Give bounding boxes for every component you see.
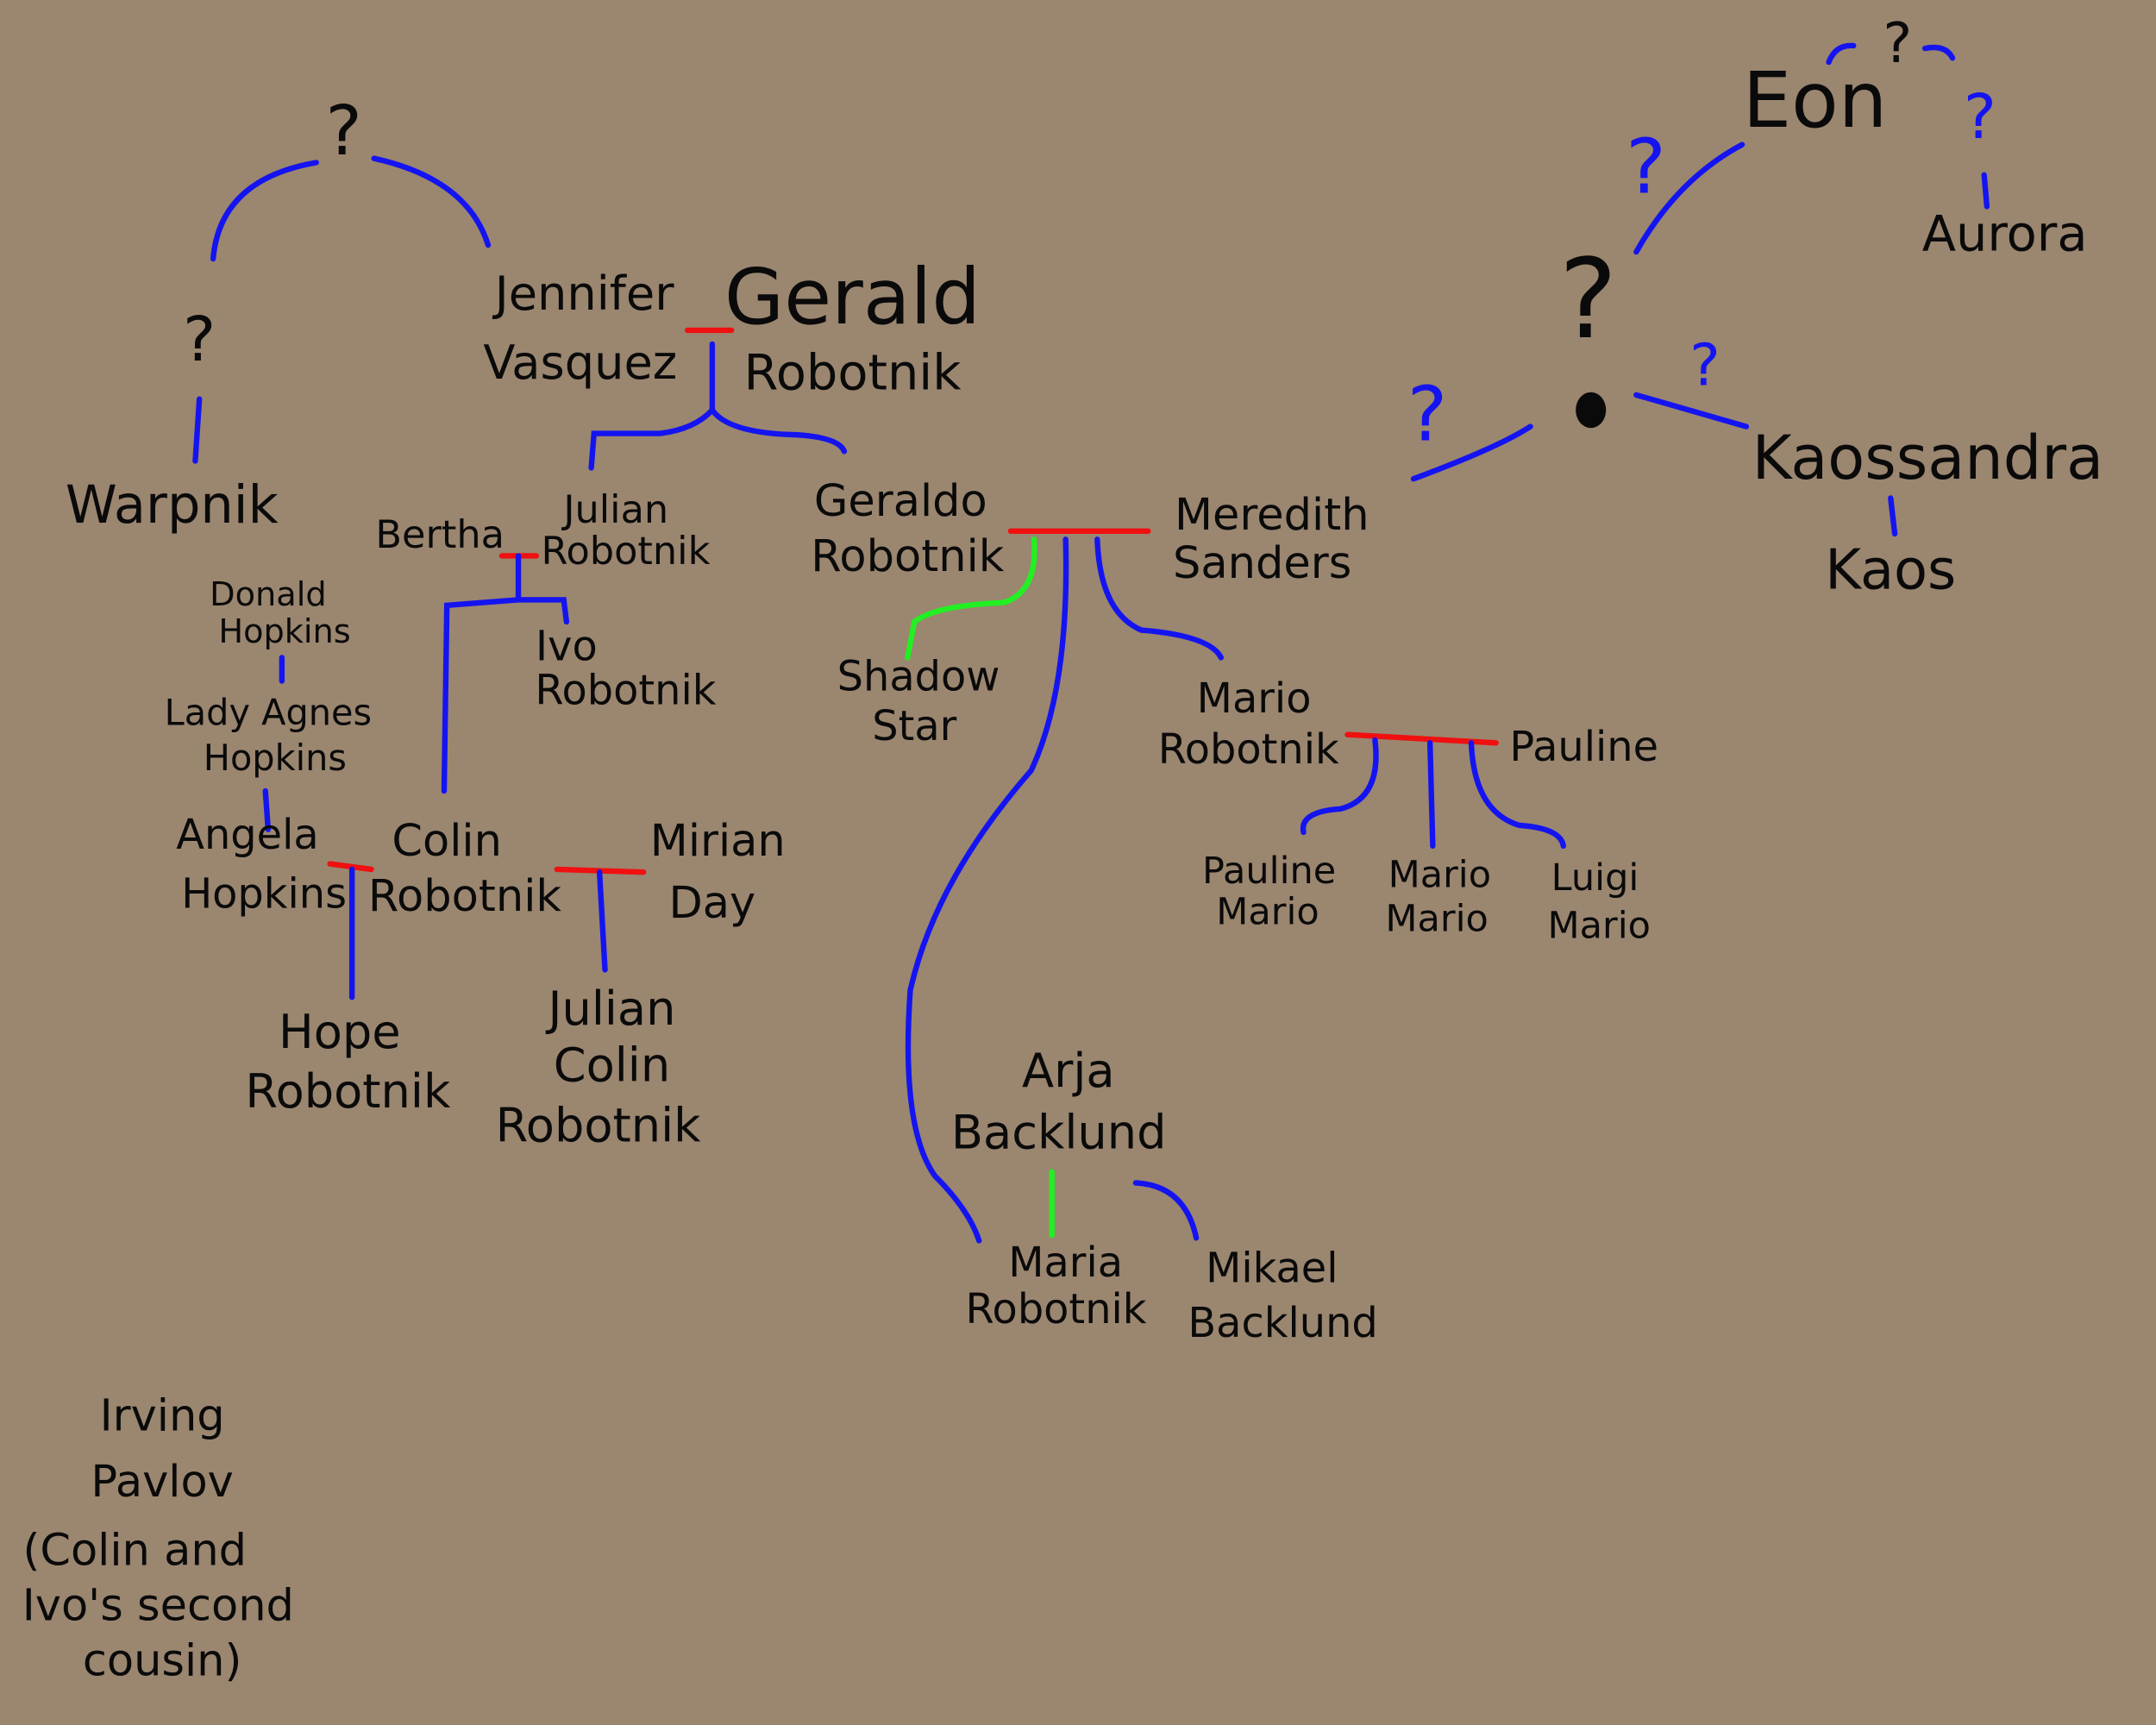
unknown-ancestor-mark: ? [325,91,361,171]
person-julian-robotnik: Julian Robotnik [541,487,710,574]
svg-text:cousin): cousin) [83,1635,242,1686]
person-mario-mario: Mario Mario [1385,854,1491,941]
svg-text:Arja: Arja [1022,1044,1115,1098]
svg-text:Robotnik: Robotnik [744,344,962,402]
svg-text:Backlund: Backlund [1188,1300,1377,1347]
person-jennifer-vasquez: Jennifer Vasquez [483,267,677,390]
person-labels: Warpnik Jennifer Vasquez Gerald Robotnik… [22,56,2103,1686]
svg-text:Mario: Mario [1388,854,1491,897]
person-kaos: Kaos [1825,539,1956,603]
svg-text:Robotnik: Robotnik [368,871,561,922]
svg-text:Robotnik: Robotnik [811,531,1004,582]
svg-text:Day: Day [669,878,756,929]
svg-text:Robotnik: Robotnik [541,529,710,574]
unknown-ancestor-mark: ? [1407,371,1448,459]
svg-text:Colin: Colin [392,816,502,867]
svg-text:Hope: Hope [279,1005,401,1059]
person-gerald-robotnik: Gerald Robotnik [724,253,981,402]
svg-text:Jennifer: Jennifer [492,267,674,321]
person-donald-hopkins: Donald Hopkins [210,575,351,651]
person-ivo-robotnik: Ivo Robotnik [535,624,716,715]
person-geraldo-robotnik: Geraldo Robotnik [811,476,1004,582]
person-hope-robotnik: Hope Robotnik [245,1005,451,1119]
svg-text:Mario: Mario [1197,675,1312,723]
person-pauline-mario: Pauline Mario [1202,850,1336,934]
person-pauline: Pauline [1509,724,1658,771]
svg-text:Shadow: Shadow [837,654,1000,701]
person-angela-hopkins: Angela Hopkins [176,812,347,919]
person-kaossandra: Kaossandra [1752,423,2104,493]
person-meredith-sanders: Meredith Sanders [1173,490,1369,589]
svg-text:Geraldo: Geraldo [814,476,987,527]
svg-text:Lady Agnes: Lady Agnes [165,693,372,734]
svg-text:(Colin and: (Colin and [22,1526,247,1577]
person-mario-robotnik: Mario Robotnik [1158,675,1339,774]
svg-text:Pauline: Pauline [1202,850,1336,893]
svg-text:Backlund: Backlund [951,1106,1167,1160]
svg-text:Hopkins: Hopkins [181,871,347,919]
svg-text:Ivo's second: Ivo's second [22,1581,294,1632]
svg-text:Mario: Mario [1548,905,1651,948]
unknown-ancestor-mark: ? [1626,123,1666,211]
person-arja-backlund: Arja Backlund [951,1044,1167,1160]
svg-text:Sanders: Sanders [1173,538,1351,589]
person-maria-robotnik: Maria Robotnik [965,1239,1146,1333]
svg-text:Star: Star [872,703,956,750]
connector-lines [192,42,1990,1244]
svg-text:Julian: Julian [546,982,676,1036]
svg-text:Robotnik: Robotnik [496,1099,702,1153]
svg-text:Luigi: Luigi [1551,856,1639,900]
unknown-marks: ? ? ? ? ? ? ? ? [183,12,1996,458]
person-aurora: Aurora [1922,204,2088,262]
person-mikael-backlund: Mikael Backlund [1188,1245,1377,1347]
person-warpnik: Warpnik [66,475,279,536]
person-lady-agnes-hopkins: Lady Agnes Hopkins [165,693,372,780]
svg-text:Robotnik: Robotnik [535,668,716,715]
svg-text:Mirian: Mirian [650,816,786,867]
svg-text:Robotnik: Robotnik [965,1286,1146,1333]
svg-text:Gerald: Gerald [724,253,981,342]
svg-text:Meredith: Meredith [1175,490,1369,541]
svg-text:Donald: Donald [210,575,326,614]
svg-text:Ivo: Ivo [536,624,598,671]
svg-text:Mario: Mario [1216,891,1319,934]
person-eon: Eon [1743,56,1888,146]
svg-text:Hopkins: Hopkins [204,737,347,779]
svg-text:Angela: Angela [176,812,318,859]
unknown-ancestor-mark: ? [1883,12,1912,76]
svg-text:Mikael: Mikael [1206,1245,1338,1292]
svg-text:Colin: Colin [554,1038,670,1093]
svg-text:Mario: Mario [1385,898,1488,941]
person-irving-pavlov: Irving Pavlov (Colin and Ivo's second co… [22,1390,294,1686]
svg-text:Hopkins: Hopkins [218,612,350,651]
svg-text:Pavlov: Pavlov [91,1457,234,1508]
svg-text:Maria: Maria [1008,1239,1123,1287]
person-bertha: Bertha [375,512,505,557]
unknown-ancestor-mark: ? [1964,80,1996,153]
unknown-ancestor-mark: ? [1689,332,1720,399]
svg-text:Robotnik: Robotnik [1158,726,1339,774]
person-julian-colin-robotnik: Julian Colin Robotnik [496,982,702,1153]
unknown-ancestor-mark: ? [1559,236,1618,364]
svg-text:Vasquez: Vasquez [483,336,677,390]
svg-text:Julian: Julian [561,487,668,532]
person-luigi-mario: Luigi Mario [1548,856,1651,948]
person-shadow-star: Shadow Star [837,654,1000,750]
svg-text:Irving: Irving [100,1390,225,1441]
person-colin-robotnik: Colin Robotnik [368,816,561,922]
svg-text:Robotnik: Robotnik [245,1064,451,1119]
unknown-ancestor-mark: ? [183,303,216,375]
person-mirian-day: Mirian Day [650,816,786,929]
